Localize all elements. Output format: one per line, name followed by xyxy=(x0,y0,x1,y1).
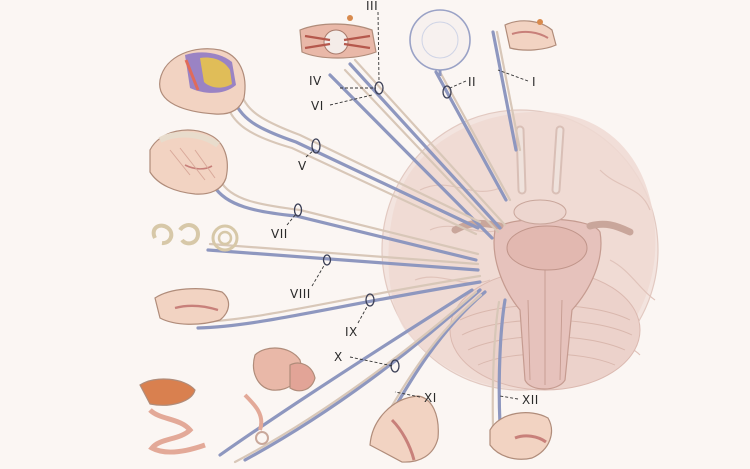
label-xi: XI xyxy=(424,391,437,405)
label-iv: IV xyxy=(309,74,322,88)
mouth-glossopharyngeal-target xyxy=(154,288,230,325)
label-x: X xyxy=(334,350,343,364)
label-xii: XII xyxy=(522,393,539,407)
brainstem xyxy=(493,218,602,390)
label-vii: VII xyxy=(271,227,288,241)
label-viii: VIII xyxy=(290,287,311,301)
tongue-hypoglossal-target xyxy=(489,412,553,460)
label-v: V xyxy=(298,159,307,173)
nerve-bundles xyxy=(196,30,522,464)
head-trigeminal-target xyxy=(159,48,246,115)
neck-accessory-target xyxy=(369,395,439,463)
label-vi: VI xyxy=(311,99,324,113)
nerve-labels: III IV VI II I V VII VIII IX X XI XII xyxy=(271,0,539,407)
nose-olfactory-target xyxy=(504,19,557,51)
face-facial-target xyxy=(149,129,228,195)
label-ii: II xyxy=(468,75,476,89)
label-iii: III xyxy=(366,0,378,13)
eyeball-optic-target xyxy=(409,9,471,76)
label-i: I xyxy=(532,75,536,89)
label-ix: IX xyxy=(345,325,358,339)
eye-muscles-target xyxy=(299,15,377,59)
visceral-organs-vagus-target xyxy=(139,347,316,455)
label-leader-lines xyxy=(286,11,529,400)
ear-cochlea-target xyxy=(151,223,239,252)
